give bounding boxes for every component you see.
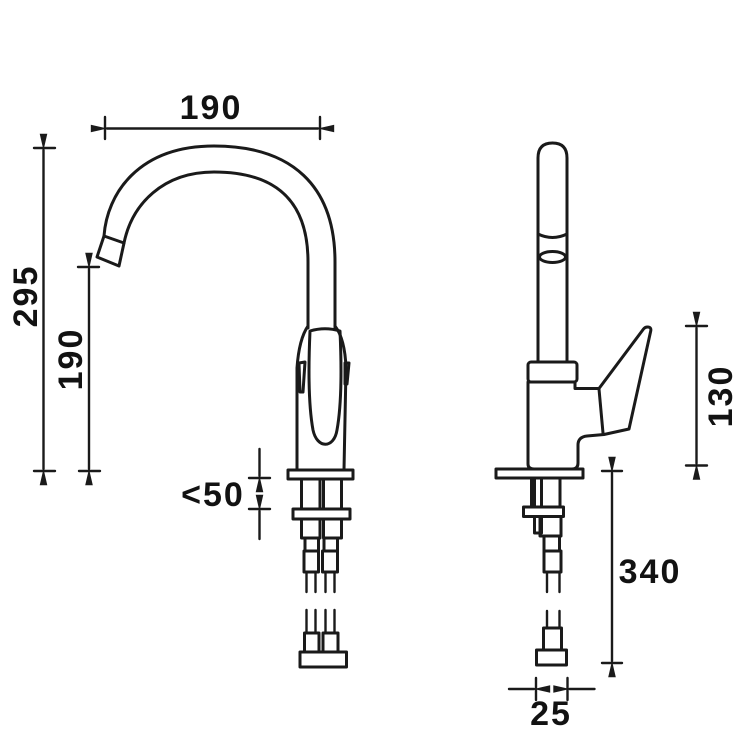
spout-column — [536, 141, 569, 364]
body-and-lever-side — [526, 325, 653, 471]
dim-label-handle-height: 130 — [702, 364, 740, 428]
hose-nut-left — [303, 536, 320, 553]
body-left-edge — [295, 324, 310, 472]
spout-outer-wall — [102, 144, 337, 330]
hose-end-side — [542, 626, 563, 652]
hose-fitting-front — [298, 650, 348, 669]
dim-label-counter-thickness: <50 — [181, 476, 245, 514]
hose-nut-right — [322, 536, 339, 553]
supply-hose-side — [545, 570, 561, 630]
handle-front — [307, 327, 343, 446]
spout-inner-wall — [122, 170, 310, 330]
hose-end-left — [303, 631, 321, 654]
dimension-lines — [32, 115, 709, 702]
lever-crease — [597, 387, 605, 435]
locking-nut-front — [291, 507, 352, 521]
hose-connector-left — [302, 549, 320, 574]
hose-fitting-side — [535, 648, 568, 667]
side-view — [494, 141, 653, 667]
spout-tip-band — [536, 232, 569, 239]
dim-label-hose-length: 340 — [618, 553, 682, 591]
tube-below-nut — [538, 515, 563, 538]
locking-nut-side — [522, 505, 565, 518]
hose-end-right — [321, 631, 340, 654]
nozzle-band — [102, 234, 126, 245]
dim-label-outlet-height: 190 — [52, 327, 90, 391]
hose-connector-side — [542, 549, 563, 574]
collar-side — [526, 360, 579, 384]
handle-wing-right — [343, 361, 351, 386]
handle-wing-left — [297, 360, 307, 394]
reducer-side — [542, 534, 561, 553]
nozzle-tip — [95, 234, 126, 268]
dim-label-spout-height: 295 — [7, 264, 45, 328]
hose-connector-right — [321, 549, 339, 574]
front-view — [95, 144, 355, 669]
dim-counter-ticks — [247, 476, 272, 511]
dim-label-spout-reach: 190 — [179, 89, 243, 127]
dim-label-fitting-width: 25 — [530, 695, 572, 733]
spout-outlet — [538, 250, 567, 264]
supply-hoses-front — [305, 570, 336, 635]
